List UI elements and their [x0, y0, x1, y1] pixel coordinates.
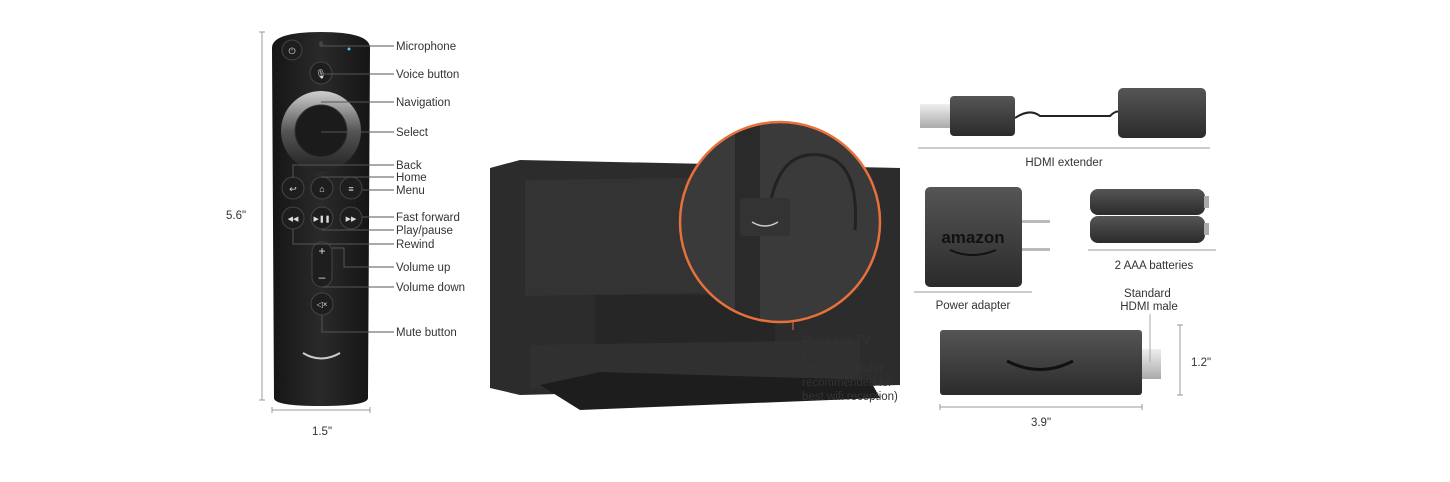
callout-circle [678, 120, 882, 324]
stick-height: 1.2" [1191, 357, 1211, 369]
fast-forward-button: ▶▶ [339, 206, 363, 230]
amazon-smile-logo [1006, 359, 1074, 371]
label-fast-forward: Fast forward [396, 212, 460, 224]
fire-tv-stick: Standard HDMI male 1.2" 3.9" [939, 288, 1211, 429]
play-pause-icon: ▶❚❚ [313, 215, 330, 223]
volume-rocker: +– [311, 241, 333, 288]
mute-button: ◁× [310, 292, 334, 316]
label-microphone: Microphone [396, 41, 456, 53]
remote-width: 1.5" [312, 426, 332, 438]
voice-button: 🎙 [309, 61, 333, 85]
label-mute-button: Mute button [396, 327, 457, 339]
label-hdmi-extender: HDMI extender [1025, 157, 1103, 169]
play-pause-button: ▶❚❚ [310, 206, 334, 230]
zoom-callout [678, 120, 882, 330]
power-button: ⏻ [281, 39, 303, 61]
stick-length: 3.9" [1031, 417, 1051, 429]
label-hdmi-male: Standard HDMI male [1120, 288, 1178, 313]
label-batteries: 2 AAA batteries [1115, 260, 1194, 272]
label-play-pause: Play/pause [396, 225, 453, 237]
plus-icon: + [318, 244, 325, 258]
rewind-button: ◀◀ [281, 206, 305, 230]
label-menu: Menu [396, 185, 425, 197]
select-button [294, 104, 348, 158]
mute-icon: ◁× [317, 300, 328, 309]
minus-icon: – [319, 270, 326, 284]
label-power-adapter: Power adapter [936, 300, 1011, 312]
remote-dimensions: 5.6" 1.5" [226, 31, 371, 438]
fire-stick-plugged [740, 198, 790, 236]
label-navigation: Navigation [396, 97, 450, 109]
remote-leader-lines [292, 45, 394, 333]
tv-callout-text: Plugs into TV HDMI port (HDMI extender r… [802, 335, 898, 403]
menu-icon: ≡ [348, 184, 353, 194]
batteries: 2 AAA batteries [1088, 189, 1216, 272]
label-home: Home [396, 172, 427, 184]
label-rewind: Rewind [396, 239, 434, 251]
home-button: ⌂ [310, 176, 334, 200]
power-icon: ⏻ [288, 46, 295, 56]
label-back: Back [396, 160, 422, 172]
amazon-smile-logo [302, 352, 341, 360]
tv-stand [540, 372, 880, 410]
amazon-logo: amazon [941, 228, 1004, 247]
rewind-icon: ◀◀ [288, 216, 299, 223]
hdmi-extender: HDMI extender [918, 88, 1210, 169]
remote-labels: Microphone Voice button Navigation Selec… [396, 41, 465, 339]
power-adapter: amazon Power adapter [914, 187, 1050, 312]
menu-button: ≡ [339, 176, 363, 200]
hdmi-male-connector [1142, 349, 1161, 379]
remote-height: 5.6" [226, 210, 246, 222]
back-button: ↩ [281, 176, 305, 200]
label-select: Select [396, 127, 429, 139]
remote: ⏻ 🎙 ↩ ⌂ ≡ ◀◀ ▶❚❚ ▶▶ +– ◁× [272, 32, 370, 406]
label-volume-up: Volume up [396, 262, 450, 274]
label-voice-button: Voice button [396, 69, 459, 81]
led-indicator [347, 47, 351, 51]
label-volume-down: Volume down [396, 282, 465, 294]
fast-forward-icon: ▶▶ [346, 216, 357, 223]
back-icon: ↩ [289, 184, 297, 194]
home-icon: ⌂ [319, 184, 324, 194]
